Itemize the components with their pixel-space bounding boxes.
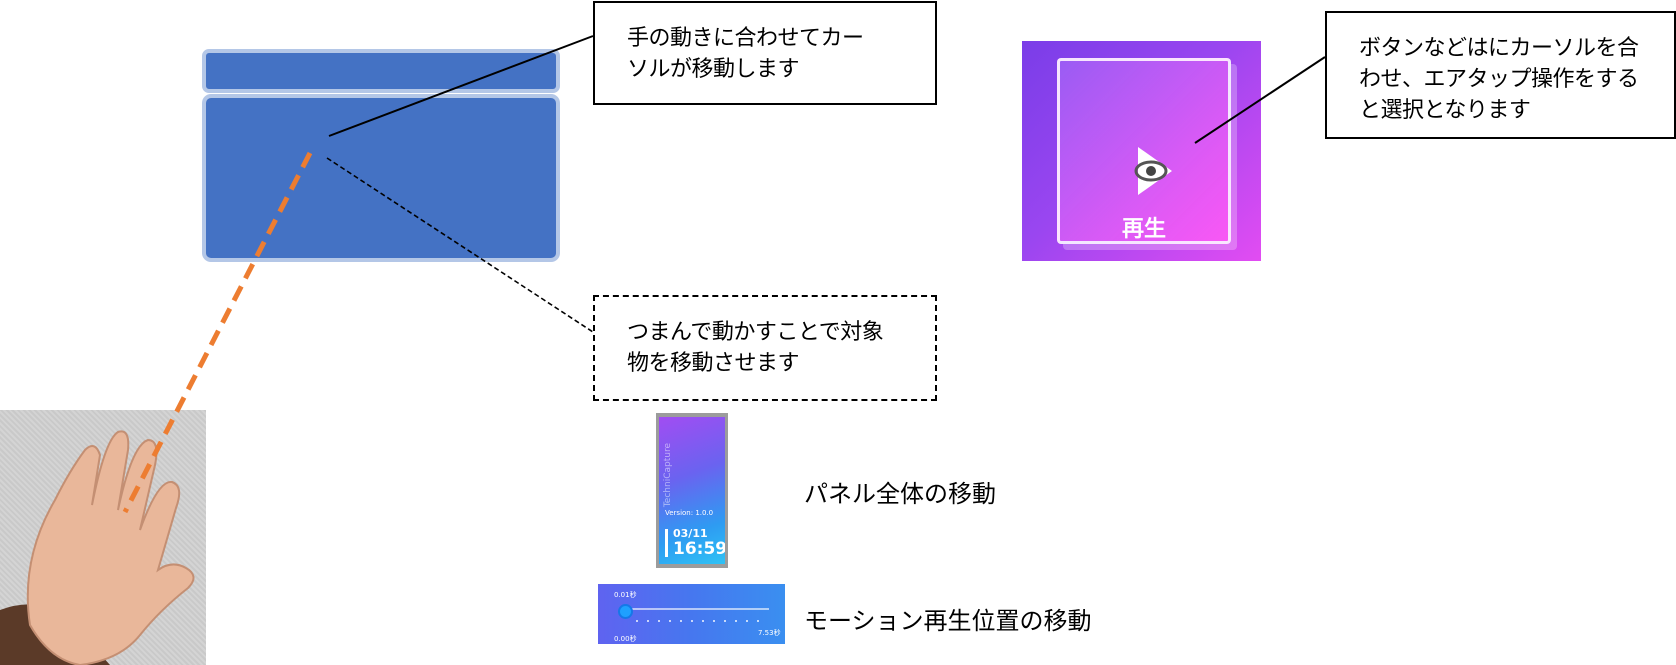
callout-line: ソルが移動します: [627, 57, 800, 82]
leader-air-tap: [1194, 56, 1326, 144]
callout-line: と選択となります: [1359, 98, 1531, 123]
slider-start-value: 0.00秒: [614, 635, 637, 643]
app-version: Version: 1.0.0: [665, 509, 714, 517]
leader-pinch: [326, 157, 594, 333]
play-button[interactable]: 再生: [1057, 58, 1231, 244]
slider-end-value: 7.53秒: [758, 629, 781, 637]
callout-pinch-move: つまんで動かすことで対象 物を移動させます: [593, 295, 937, 401]
slider-handle[interactable]: [618, 604, 633, 619]
desc-panel-move: パネル全体の移動: [804, 480, 996, 508]
leader-cursor: [328, 35, 594, 137]
play-button-screenshot: 再生: [1022, 41, 1261, 261]
callout-line: ボタンなどはにカーソルを合: [1359, 36, 1639, 61]
hand-photo: [0, 410, 206, 665]
motion-slider-screenshot: 0.01秒 0.00秒 7.53秒: [598, 584, 785, 644]
desc-motion-seek: モーション再生位置の移動: [804, 607, 1092, 635]
play-eye-icon: [1134, 147, 1172, 195]
panel-body: [202, 94, 560, 262]
app-accent-bar: [665, 529, 668, 557]
callout-air-tap: ボタンなどはにカーソルを合 わせ、エアタップ操作をする と選択となります: [1325, 11, 1676, 139]
app-panel-screenshot: TechniCapture Version: 1.0.0 03/11 16:59: [656, 413, 728, 568]
app-panel-screen[interactable]: TechniCapture Version: 1.0.0 03/11 16:59: [659, 417, 725, 564]
callout-line: 物を移動させます: [627, 351, 800, 376]
callout-line: わせ、エアタップ操作をする: [1359, 67, 1639, 92]
callout-line: つまんで動かすことで対象: [627, 320, 884, 345]
slider-current-value: 0.01秒: [614, 591, 637, 599]
play-label: 再生: [1121, 217, 1166, 242]
app-date: 03/11: [673, 527, 708, 540]
callout-line: 手の動きに合わせてカー: [627, 26, 864, 51]
callout-cursor-move: 手の動きに合わせてカー ソルが移動します: [593, 1, 937, 105]
app-time: 16:59: [673, 539, 725, 559]
hand-ray: [122, 151, 313, 514]
hand-image: [0, 430, 195, 665]
slider-track[interactable]: [624, 608, 769, 610]
slider-ticks: [636, 620, 768, 622]
